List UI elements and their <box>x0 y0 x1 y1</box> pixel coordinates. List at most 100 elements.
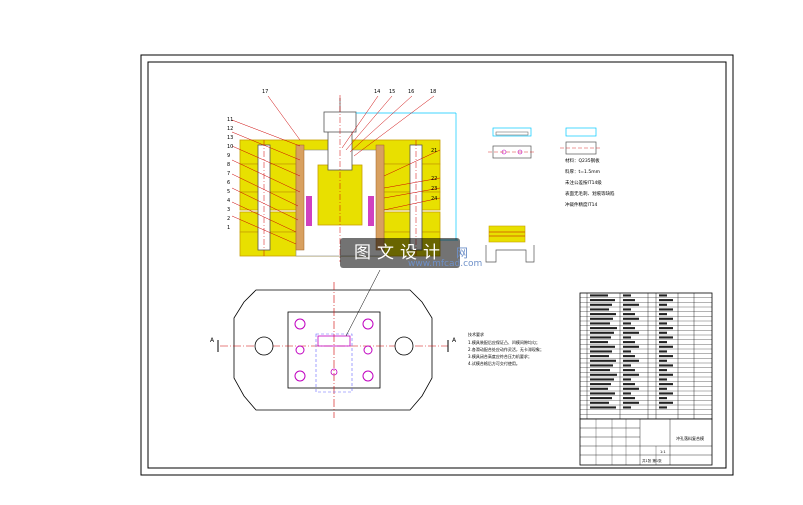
callout-right: 21 <box>431 148 437 154</box>
parts-row-material-mark <box>623 322 631 325</box>
callout-left: 1 <box>227 225 230 231</box>
parts-row-name-mark <box>590 378 614 381</box>
title-block: 冲孔落料复合模 1:1 共1张 第1张 <box>579 418 713 466</box>
callout-right: 24 <box>431 196 437 202</box>
parts-row-material-mark <box>623 308 631 311</box>
parts-row-spec-mark <box>659 313 667 316</box>
parts-row-spec-mark <box>659 392 673 395</box>
parts-row-material-mark <box>623 383 635 386</box>
parts-row-spec-mark <box>659 331 667 334</box>
parts-row-spec-mark <box>659 369 667 372</box>
callout-left: 5 <box>227 189 230 195</box>
callout-left: 3 <box>227 207 230 213</box>
callout-right: 23 <box>431 186 437 192</box>
parts-row-material-mark <box>623 303 639 306</box>
parts-row-name-mark <box>590 313 616 316</box>
parts-row-material-mark <box>623 355 635 358</box>
outer-frame <box>140 54 734 476</box>
parts-row-name-mark <box>590 345 615 348</box>
parts-row-material-mark <box>623 401 639 404</box>
parts-row-material-mark <box>623 313 635 316</box>
part-note: 料厚：t=1.5mm <box>565 168 600 175</box>
parts-row-material-mark <box>623 341 635 344</box>
parts-row-name-mark <box>590 350 612 353</box>
parts-row-spec-mark <box>659 327 673 330</box>
watermark-badge: 图文设计 <box>340 238 460 268</box>
parts-list-rows <box>580 294 712 415</box>
callout-left: 11 <box>227 117 233 123</box>
callout-top: 17 <box>262 89 268 95</box>
parts-row-spec-mark <box>659 303 667 306</box>
parts-row-name-mark <box>590 336 611 339</box>
parts-row-material-mark <box>623 327 635 330</box>
parts-row-name-mark <box>590 355 609 358</box>
part-note: 冲裁件精度IT14 <box>565 201 597 208</box>
parts-row-spec-mark <box>659 294 667 297</box>
section-mark-right: A <box>452 337 457 344</box>
part-detail-sketches <box>485 127 602 263</box>
parts-row-spec-mark <box>659 406 667 409</box>
tech-req-line: 1.模具装配后应保证凸、凹模间隙均匀； <box>468 339 540 345</box>
tech-req-line: 4.试模合格后方可交付使用。 <box>468 360 520 366</box>
tech-req-line: 2.各滑动配合处应动作灵活，无卡滞现象； <box>468 346 544 352</box>
parts-row-name-mark <box>590 294 608 297</box>
callout-left: 6 <box>227 180 230 186</box>
parts-row-name-mark <box>590 406 616 409</box>
parts-row-name-mark <box>590 299 615 302</box>
callout-top: 15 <box>389 89 395 95</box>
parts-row-spec-mark <box>659 383 673 386</box>
sheet-count: 共1张 第1张 <box>642 458 662 463</box>
callout-left: 9 <box>227 153 230 159</box>
callout-left: 7 <box>227 171 230 177</box>
callout-top: 18 <box>430 89 436 95</box>
parts-row-name-mark <box>590 308 609 311</box>
tech-req-line: 3.模具闭合高度应符合压力机要求； <box>468 353 532 359</box>
callout-left: 13 <box>227 135 233 141</box>
watermark-url: www.mfcad.com <box>408 259 483 269</box>
parts-row-spec-mark <box>659 317 673 320</box>
parts-row-material-mark <box>623 345 639 348</box>
part-note: 材料：Q235钢板 <box>565 157 600 164</box>
section-view <box>231 95 458 262</box>
parts-row-material-mark <box>623 317 639 320</box>
parts-row-name-mark <box>590 387 608 390</box>
parts-row-material-mark <box>623 331 639 334</box>
parts-row-name-mark <box>590 341 608 344</box>
parts-row-spec-mark <box>659 387 667 390</box>
tech-req-title: 技术要求 <box>468 331 484 337</box>
parts-row-material-mark <box>623 378 631 381</box>
parts-row-material-mark <box>623 350 631 353</box>
parts-row-spec-mark <box>659 341 667 344</box>
parts-row-spec-mark <box>659 322 667 325</box>
part-note: 未注公差按IT14级 <box>565 179 602 186</box>
parts-row-material-mark <box>623 397 635 400</box>
callout-top: 14 <box>374 89 380 95</box>
parts-row-spec-mark <box>659 378 667 381</box>
drawing-scale: 1:1 <box>660 450 666 454</box>
parts-row-material-mark <box>623 336 631 339</box>
section-marks: A A <box>210 337 457 344</box>
parts-row-spec-mark <box>659 345 673 348</box>
parts-row-material-mark <box>623 406 631 409</box>
callout-left: 2 <box>227 216 230 222</box>
plan-view <box>217 269 449 418</box>
part-note: 表面无毛刺、划痕等缺陷 <box>565 190 615 197</box>
parts-row-name-mark <box>590 369 610 372</box>
parts-row-spec-mark <box>659 355 673 358</box>
parts-row-material-mark <box>623 373 639 376</box>
parts-row-spec-mark <box>659 373 673 376</box>
parts-row-material-mark <box>623 392 631 395</box>
callout-right: 22 <box>431 176 437 182</box>
tech-requirements: 技术要求 1.模具装配后应保证凸、凹模间隙均匀； 2.各滑动配合处应动作灵活，无… <box>468 331 544 366</box>
parts-row-name-mark <box>590 317 613 320</box>
parts-row-name-mark <box>590 401 609 404</box>
parts-row-name-mark <box>590 383 611 386</box>
parts-row-spec-mark <box>659 299 673 302</box>
callout-top: 16 <box>408 89 414 95</box>
parts-row-spec-mark <box>659 350 667 353</box>
part-notes: 材料：Q235钢板 料厚：t=1.5mm 未注公差按IT14级 表面无毛刺、划痕… <box>565 157 615 208</box>
parts-row-material-mark <box>623 299 635 302</box>
parts-row-material-mark <box>623 359 639 362</box>
inner-frame <box>147 61 727 469</box>
parts-row-material-mark <box>623 369 635 372</box>
